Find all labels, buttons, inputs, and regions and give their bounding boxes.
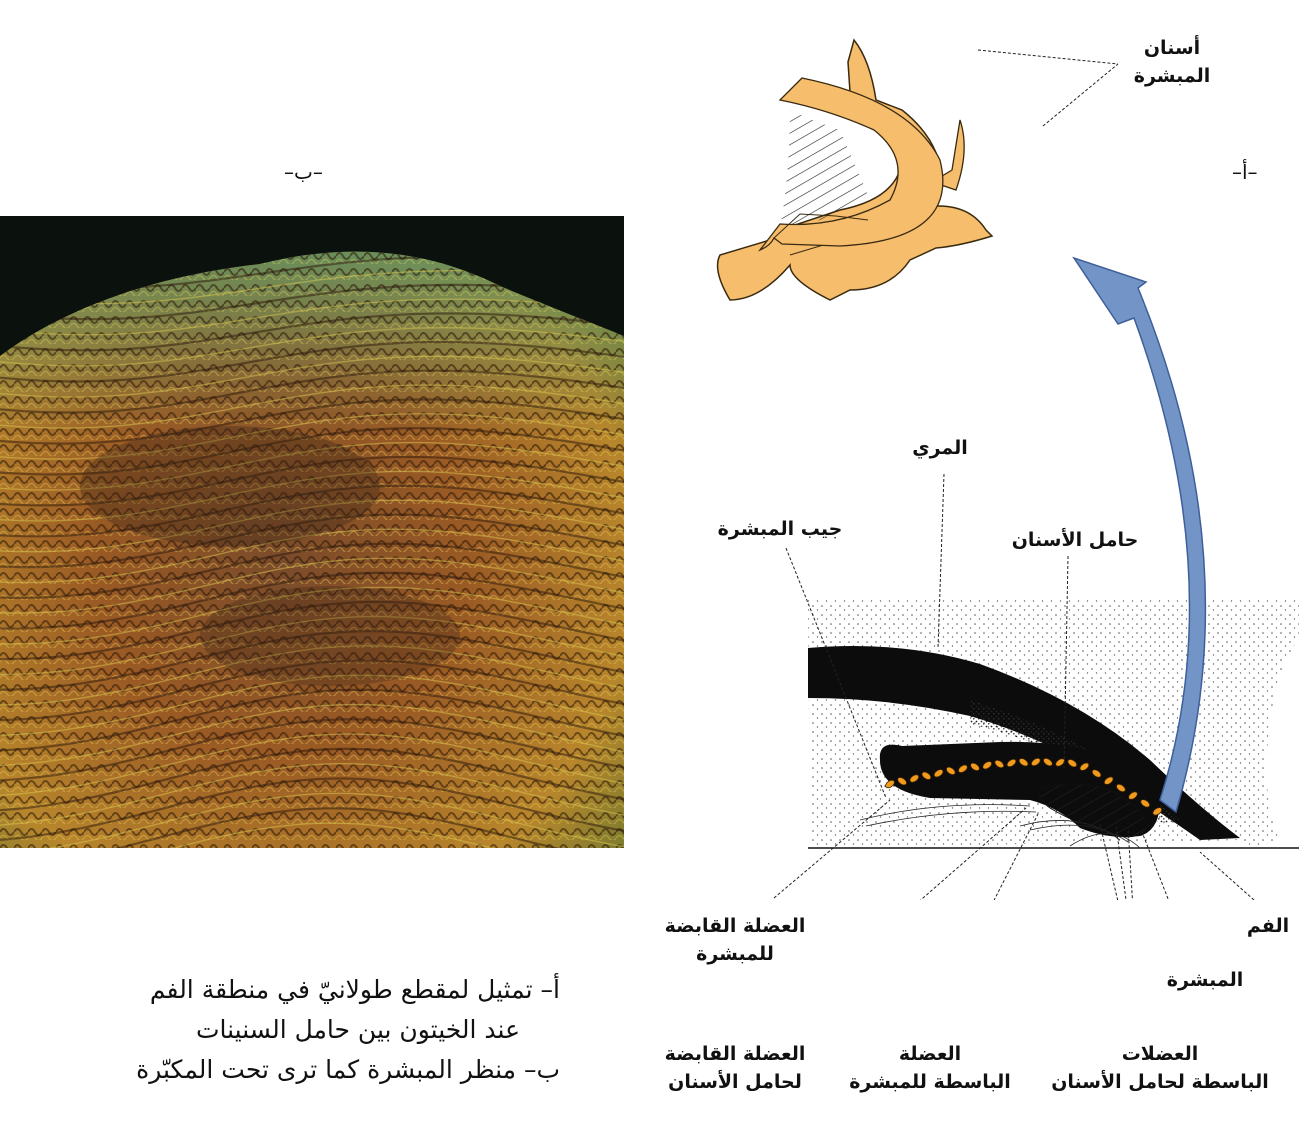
micrograph-row	[0, 455, 624, 507]
micrograph-row	[0, 703, 624, 767]
radula-tooth	[1043, 757, 1053, 767]
micrograph-row	[0, 413, 624, 460]
micrograph-row	[0, 484, 624, 538]
caption-line-3: ب– منظر المبشرة كما ترى تحت المكبّرة	[136, 1055, 560, 1084]
radula-tooth	[1091, 769, 1102, 778]
micrograph-row	[0, 513, 624, 569]
label-odontophore-retractor-line1: العضلة القابضة	[664, 1043, 806, 1065]
micrograph-row	[0, 384, 624, 429]
radula-tooth	[1055, 758, 1065, 767]
label-odontophore-protractors-line2: الباسطة لحامل الأسنان	[1051, 1071, 1269, 1093]
radula-tooth	[958, 764, 968, 773]
radula-tooth	[897, 777, 907, 786]
micrograph-row	[0, 441, 624, 491]
radula-tooth	[1128, 791, 1138, 800]
label-odontophore-retractor-line2: لحامل الأسنان	[668, 1071, 802, 1093]
radula-tooth	[933, 769, 944, 778]
radula-tooth	[921, 771, 932, 780]
radula-tooth	[1006, 758, 1017, 768]
micrograph-row	[0, 674, 624, 736]
micrograph-row	[0, 499, 624, 553]
label-odontophore-protractors: العضلات الباسطة لحامل الأسنان	[1040, 1040, 1280, 1096]
micrograph-row	[0, 542, 624, 599]
label-radula: المبشرة	[1166, 969, 1244, 991]
figure-caption: أ– تمثيل لمقطع طولانيّ في منطقة الفم عند…	[20, 970, 560, 1090]
micrograph-row	[0, 615, 624, 676]
micrograph-row	[0, 398, 624, 445]
expansion-arrow	[1072, 256, 1207, 814]
radula-tooth	[945, 766, 956, 776]
micrograph-row	[0, 341, 624, 383]
micrograph-row	[0, 557, 624, 614]
micrograph-row	[0, 427, 624, 476]
micrograph-row	[0, 528, 624, 584]
radula-tooth	[1018, 758, 1029, 767]
radula-tooth	[1030, 757, 1041, 767]
micrograph-row	[0, 571, 624, 630]
mouth-section-diagram	[640, 0, 1299, 1031]
label-teeth: أسنان المبشرة	[1112, 34, 1232, 90]
radula-tooth	[1067, 759, 1078, 768]
micrograph-row	[0, 600, 624, 661]
micrograph-row	[0, 822, 624, 848]
label-radula-retractor-line2: للمبشرة	[696, 943, 774, 965]
radula-tooth	[982, 761, 993, 770]
label-radula-retractor-line1: العضلة القابضة	[664, 915, 806, 937]
label-radula-protractor: العضلة الباسطة للمبشرة	[830, 1040, 1030, 1096]
label-teeth-line1: أسنان	[1143, 37, 1201, 59]
label-radula-protractor-line2: الباسطة للمبشرة	[849, 1071, 1011, 1093]
label-odontophore: حامل الأسنان	[1011, 529, 1139, 551]
micrograph-row	[0, 355, 624, 398]
radula-micrograph	[0, 216, 624, 848]
micrograph-row	[0, 470, 624, 522]
micrograph-row	[0, 763, 624, 826]
micrograph-image	[0, 216, 624, 848]
radula-tooth-chain	[885, 757, 1163, 816]
micrograph-row	[0, 327, 624, 367]
panel-b-marker: –ب–	[284, 160, 323, 184]
radula-tooth	[1152, 807, 1163, 816]
micrograph-row	[0, 718, 624, 782]
radula-tooth	[909, 774, 920, 783]
micrograph-row	[0, 792, 624, 848]
micrograph-row	[0, 807, 624, 848]
label-mouth: الفم	[1246, 915, 1290, 937]
teeth-leader-lines	[977, 49, 1119, 127]
micrograph-row	[0, 747, 624, 812]
label-radula-pocket: جيب المبشرة	[717, 518, 843, 540]
micrograph-row	[0, 369, 624, 414]
radula-teeth-drawing	[716, 38, 994, 301]
radula-tooth	[994, 759, 1005, 769]
label-radula-retractor: العضلة القابضة للمبشرة	[640, 912, 830, 968]
diagram-drawing	[716, 38, 1299, 1031]
radula-tooth	[1103, 776, 1114, 785]
radula-tooth	[885, 779, 895, 789]
micrograph-row	[0, 298, 624, 336]
label-radula-protractor-line1: العضلة	[898, 1043, 962, 1065]
radula-tooth	[1116, 783, 1126, 793]
panel-a-marker: –أ–	[1232, 160, 1258, 184]
label-odontophore-retractor: العضلة القابضة لحامل الأسنان	[640, 1040, 830, 1096]
label-odontophore-protractors-line1: العضلات	[1121, 1043, 1199, 1065]
radula-tooth	[1079, 762, 1090, 771]
micrograph-row	[0, 586, 624, 645]
body-tissue	[808, 598, 1299, 849]
micrograph-row	[0, 659, 624, 722]
label-teeth-line2: المبشرة	[1133, 65, 1211, 87]
radula-tooth	[1140, 799, 1151, 808]
radula-tooth	[970, 762, 980, 772]
micrograph-row	[0, 630, 624, 691]
label-esophagus: المري	[912, 437, 968, 459]
caption-line-2: عند الخيتون بين حامل السنينات	[195, 1015, 520, 1044]
micrograph-row	[0, 733, 624, 796]
micrograph-row	[0, 688, 624, 752]
micrograph-row	[0, 777, 624, 841]
micrograph-row	[0, 645, 624, 706]
caption-line-1: أ– تمثيل لمقطع طولانيّ في منطقة الفم	[149, 975, 560, 1004]
micrograph-row	[0, 312, 624, 352]
